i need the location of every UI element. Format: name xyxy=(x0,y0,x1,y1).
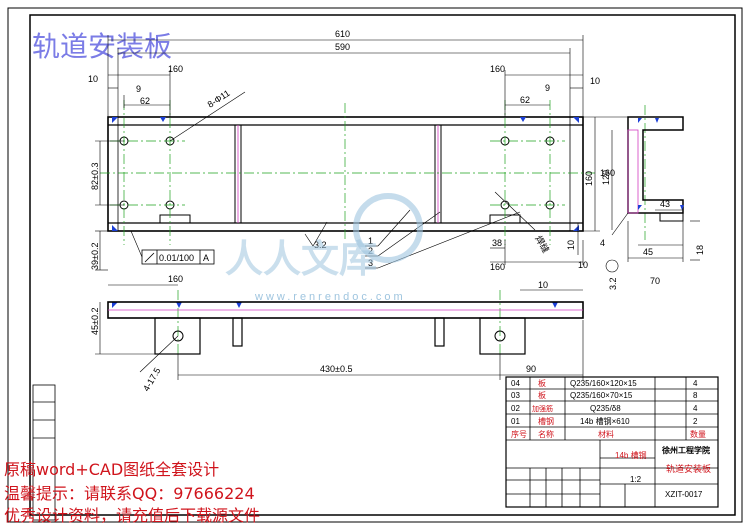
dimension-lines xyxy=(95,35,600,271)
dim-10-left: 10 xyxy=(88,74,98,84)
svg-text:8: 8 xyxy=(693,391,698,400)
dim-160-elevation: 160 xyxy=(168,274,183,284)
front-view xyxy=(107,116,584,232)
svg-text:加强筋: 加强筋 xyxy=(532,404,553,413)
side-dim-18: 18 xyxy=(695,245,705,255)
dim-160-vertical: 160 xyxy=(584,171,594,186)
svg-text:Q235/δ8: Q235/δ8 xyxy=(590,404,621,413)
dim-39: 39±0.2 xyxy=(90,243,100,270)
bom-row: 04 板 Q235/160×120×15 4 xyxy=(511,378,698,388)
dim-10-right: 10 xyxy=(590,76,600,86)
inner-frame xyxy=(29,14,736,516)
side-weld xyxy=(638,118,684,210)
svg-text:槽钢: 槽钢 xyxy=(538,416,554,426)
svg-text:板: 板 xyxy=(538,378,546,388)
dimension-texts: 610 590 160 160 10 10 9 9 62 62 8-Φ11 82… xyxy=(88,29,705,393)
dim-160-bottom: 160 xyxy=(490,262,505,272)
watermark: 人人文库 www.renrendoc.com xyxy=(225,193,423,303)
dim-90: 90 xyxy=(526,364,536,374)
watermark-url: www.renrendoc.com xyxy=(254,291,406,303)
tolerance-frame xyxy=(130,230,215,265)
side-dim-45: 45 xyxy=(643,247,653,257)
svg-text:4: 4 xyxy=(693,404,698,413)
side-dim-120: 120 xyxy=(601,170,611,185)
dim-610: 610 xyxy=(335,29,350,39)
dim-430: 430±0.5 xyxy=(320,364,352,374)
svg-text:材料: 材料 xyxy=(598,429,614,439)
side-dim-4: 4 xyxy=(600,238,605,248)
svg-text:04: 04 xyxy=(511,379,520,388)
side-dim-70: 70 xyxy=(650,276,660,286)
promo-overlay: 原稿word+CAD图纸全套设计 温馨提示：请联系QQ：97666224 优秀设… xyxy=(4,460,260,525)
dim-160-left: 160 xyxy=(168,64,183,74)
bom-row: 02 加强筋 Q235/δ8 4 xyxy=(511,404,698,413)
svg-text:4: 4 xyxy=(693,379,698,388)
dim-82: 82±0.3 xyxy=(90,163,100,190)
bom-row: 01 槽钢 14b 槽钢×610 2 xyxy=(511,416,698,426)
material-label: 14b 槽钢 xyxy=(615,450,647,460)
dim-10-bottom: 10 xyxy=(578,260,588,270)
school-name: 徐州工程学院 xyxy=(661,445,710,455)
svg-text:数量: 数量 xyxy=(690,429,706,439)
side-view xyxy=(600,116,700,273)
dim-9-left: 9 xyxy=(136,84,141,94)
weld-marks xyxy=(112,117,579,308)
bom-row: 03 板 Q235/160×70×15 8 xyxy=(511,390,698,400)
callout-2: 2 xyxy=(368,246,373,256)
svg-text:03: 03 xyxy=(511,391,520,400)
dim-62-left: 62 xyxy=(140,96,150,106)
svg-text:Q235/160×70×15: Q235/160×70×15 xyxy=(570,391,633,400)
drawing-number: XZIT-0017 xyxy=(665,490,703,499)
dim-4-holes: 4-17.5 xyxy=(141,366,162,393)
drawing-name: 轨道安装板 xyxy=(666,463,711,474)
promo-line-3: 优秀设计资料，请充值后下载源文件 xyxy=(4,506,260,525)
outer-frame xyxy=(7,7,743,523)
bom-table: 04 板 Q235/160×120×15 4 03 板 Q235/160×70×… xyxy=(511,378,706,439)
promo-line-1: 原稿word+CAD图纸全套设计 xyxy=(4,460,219,479)
promo-line-2: 温馨提示：请联系QQ：97666224 xyxy=(4,484,255,503)
side-dim-43: 43 xyxy=(660,199,670,209)
dim-45: 45±0.2 xyxy=(90,308,100,335)
dim-590: 590 xyxy=(335,42,350,52)
title-block-texts: 徐州工程学院 14b 槽钢 轨道安装板 XZIT-0017 1:2 xyxy=(615,445,711,499)
dim-roughness: 3.2 xyxy=(314,240,327,250)
svg-text:名称: 名称 xyxy=(538,429,554,439)
svg-text:2: 2 xyxy=(693,417,698,426)
svg-text:14b 槽钢×610: 14b 槽钢×610 xyxy=(580,416,630,426)
svg-text:02: 02 xyxy=(511,404,520,413)
tol-datum: A xyxy=(203,253,209,263)
svg-text:01: 01 xyxy=(511,417,520,426)
tol-value: 0.01/100 xyxy=(159,253,194,263)
svg-text:板: 板 xyxy=(538,390,546,400)
watermark-text: 人人文库 xyxy=(225,237,377,281)
dim-38: 38 xyxy=(492,238,502,248)
dim-10-elevation: 10 xyxy=(538,280,548,290)
dim-10-vertical: 10 xyxy=(566,240,576,250)
dim-160-right: 160 xyxy=(490,64,505,74)
drawing-title: 轨道安装板 xyxy=(32,30,172,63)
dim-9-right: 9 xyxy=(545,83,550,93)
bom-header: 序号 名称 材料 数量 xyxy=(511,429,706,439)
center-lines xyxy=(100,100,646,355)
scale-value: 1:2 xyxy=(630,475,642,484)
weld-note: 焊缝 xyxy=(533,234,552,255)
dim-hole: 8-Φ11 xyxy=(206,88,232,110)
title-block xyxy=(32,376,719,521)
callout-1: 1 xyxy=(368,236,373,246)
callout-3: 3 xyxy=(368,258,373,268)
elevation-view xyxy=(95,284,584,380)
svg-text:序号: 序号 xyxy=(511,429,527,439)
side-dim-32: 3.2 xyxy=(608,277,618,290)
side-dim-160: 160 xyxy=(600,168,615,178)
svg-text:Q235/160×120×15: Q235/160×120×15 xyxy=(570,379,637,388)
dim-62-right: 62 xyxy=(520,95,530,105)
